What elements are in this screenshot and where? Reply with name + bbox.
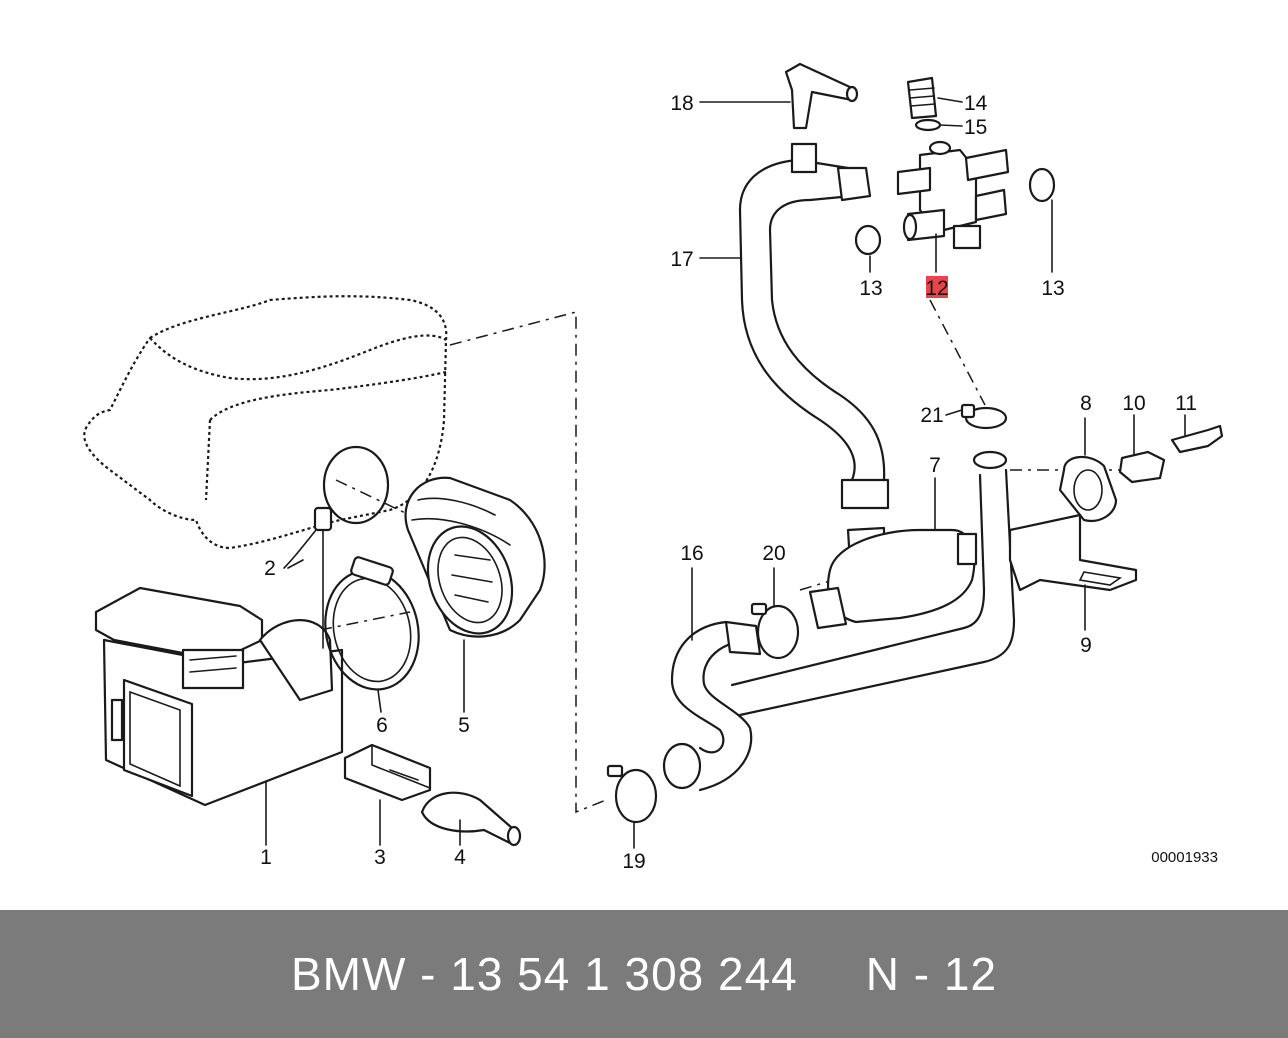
hose-clamp-6 xyxy=(324,556,420,691)
callout-11: 11 xyxy=(1175,392,1197,415)
grommet-11 xyxy=(1170,424,1224,454)
callout-9: 9 xyxy=(1080,634,1092,657)
plug-connector xyxy=(343,743,432,802)
elbow-nipple xyxy=(784,62,859,130)
return-pipe xyxy=(730,450,1016,717)
hose-clamp-19 xyxy=(606,764,658,824)
hose-17 xyxy=(738,142,890,510)
callout-19: 19 xyxy=(622,850,645,873)
hose-clamp-21 xyxy=(960,403,1008,430)
callout-12: 12 xyxy=(925,277,948,300)
callout-7: 7 xyxy=(929,454,941,477)
multi-way-fitting xyxy=(896,140,1010,250)
leader-lines xyxy=(265,97,1186,849)
hose-16 xyxy=(662,620,762,792)
callout-16: 16 xyxy=(680,542,703,565)
gasket-ring xyxy=(322,445,390,525)
callout-20: 20 xyxy=(762,542,785,565)
exploded-parts-diagram: 1 2 3 4 5 6 7 8 9 10 11 12 13 13 14 15 1… xyxy=(83,62,1224,873)
callout-13-left: 13 xyxy=(859,277,882,300)
bracket xyxy=(1008,456,1138,592)
callout-4: 4 xyxy=(454,846,466,869)
rubber-boot xyxy=(404,476,546,638)
callout-1: 1 xyxy=(260,846,272,869)
callout-18: 18 xyxy=(670,92,693,115)
callout-2: 2 xyxy=(264,557,276,580)
o-ring-13-left xyxy=(854,224,882,256)
callout-21: 21 xyxy=(920,404,943,427)
callout-labels: 1 2 3 4 5 6 7 8 9 10 11 12 13 13 14 15 1… xyxy=(260,92,1218,873)
air-flow-meter xyxy=(94,586,344,807)
hose-clamp-20 xyxy=(750,602,800,660)
diagram-position: N - 12 xyxy=(865,948,998,1000)
callout-14: 14 xyxy=(964,92,988,115)
callout-17: 17 xyxy=(670,248,693,271)
callout-8: 8 xyxy=(1080,392,1092,415)
callout-15: 15 xyxy=(964,116,987,139)
rubber-grommet-4 xyxy=(420,791,522,847)
part-number-banner: BMW - 13 54 1 308 244 N - 12 xyxy=(0,910,1288,1038)
drawing-number: 00001933 xyxy=(1151,849,1218,866)
callout-3: 3 xyxy=(374,846,386,869)
callout-10: 10 xyxy=(1122,392,1145,415)
part-number: BMW - 13 54 1 308 244 xyxy=(290,948,798,1000)
callout-6: 6 xyxy=(376,714,388,737)
o-ring-15 xyxy=(914,118,942,132)
sleeve xyxy=(283,506,333,649)
connector-10 xyxy=(1118,450,1166,484)
bleed-screw xyxy=(906,76,942,132)
engine-block-outline xyxy=(83,295,448,550)
idle-control-valve xyxy=(808,526,978,630)
callout-13-right: 13 xyxy=(1041,277,1064,300)
o-ring-13-right xyxy=(1028,167,1056,203)
callout-5: 5 xyxy=(458,714,470,737)
callout-12-highlight xyxy=(926,276,948,298)
